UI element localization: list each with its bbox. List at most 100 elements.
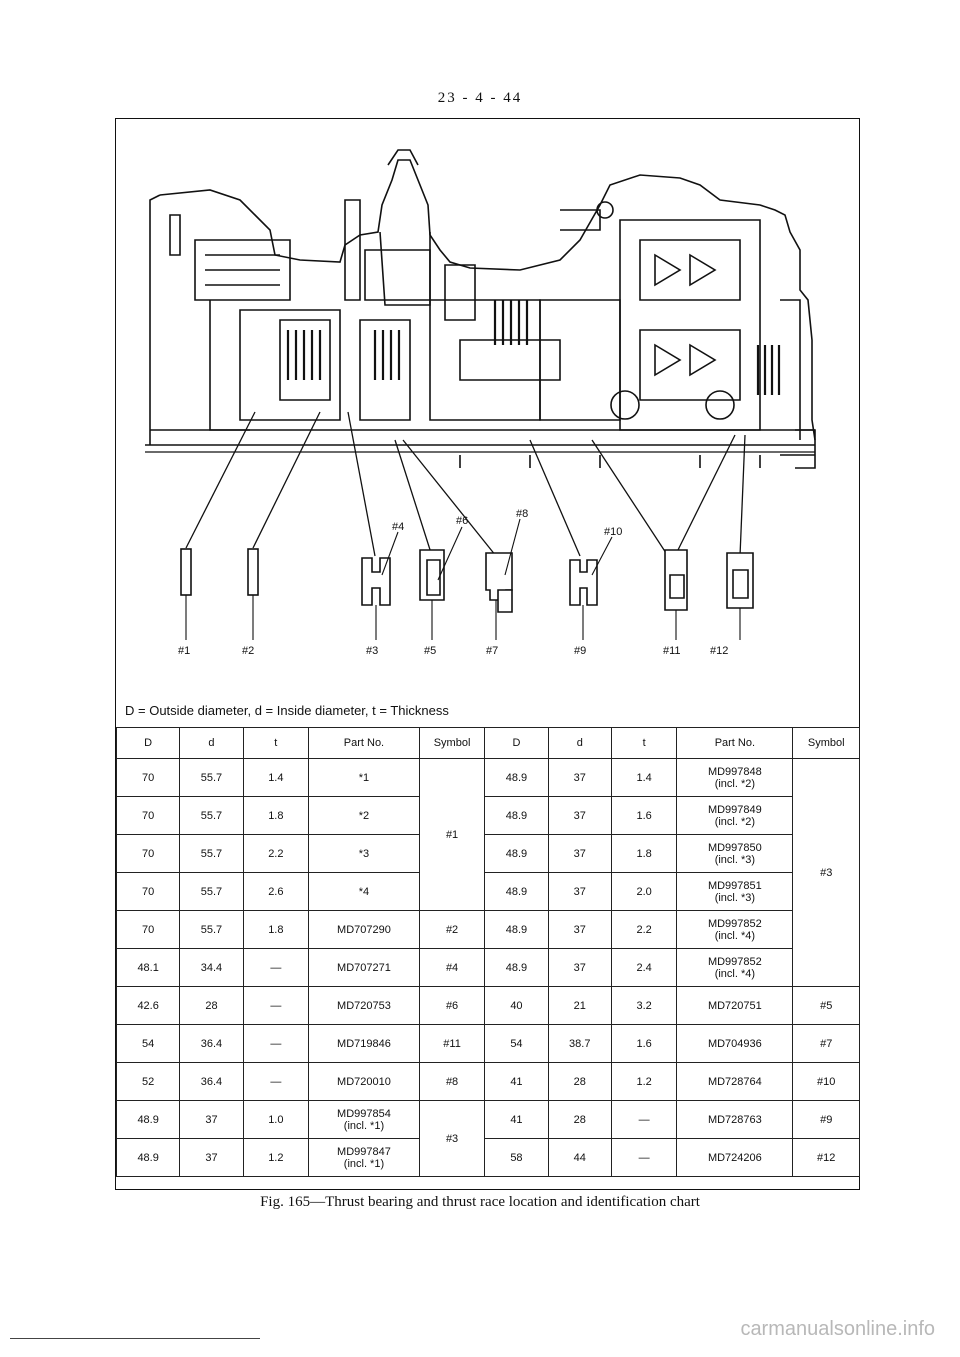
outside-diameter: 70 bbox=[115, 910, 181, 949]
header-cell: D bbox=[115, 727, 181, 759]
part-number: MD997851 (incl. *3) bbox=[676, 872, 794, 911]
thickness: 1.8 bbox=[242, 910, 310, 949]
part-number: MD997848 (incl. *2) bbox=[676, 758, 794, 797]
page-number: 23 - 4 - 44 bbox=[437, 90, 523, 106]
inside-diameter: 55.7 bbox=[179, 796, 244, 835]
transmission-cross-section-diagram: #1 #2 #3 #4 #5 #6 #7 #8 #9 #10 #11 #12 bbox=[145, 149, 816, 657]
callout-10: #10 bbox=[604, 526, 622, 538]
part-number: MD728763 bbox=[676, 1100, 794, 1139]
inside-diameter: 36.4 bbox=[179, 1024, 244, 1063]
symbol: #12 bbox=[792, 1138, 860, 1177]
outside-diameter: 48.9 bbox=[484, 910, 549, 949]
outside-diameter: 48.9 bbox=[484, 796, 549, 835]
inside-diameter: 36.4 bbox=[179, 1062, 244, 1101]
symbol: #1 bbox=[418, 758, 486, 911]
table-row: 70 55.7 2.6 *4 48.9 37 2.0 MD997851 (inc… bbox=[115, 872, 860, 911]
outside-diameter: 52 bbox=[115, 1062, 181, 1101]
inside-diameter: 37 bbox=[547, 872, 612, 911]
callout-6: #6 bbox=[456, 515, 468, 527]
thickness: 1.8 bbox=[242, 796, 310, 835]
symbol: #3 bbox=[418, 1100, 486, 1177]
part-number: *3 bbox=[308, 834, 420, 873]
symbol: #8 bbox=[418, 1062, 486, 1101]
outside-diameter: 41 bbox=[484, 1100, 549, 1139]
outside-diameter: 70 bbox=[115, 796, 181, 835]
outside-diameter: 48.9 bbox=[115, 1138, 181, 1177]
part-number: *1 bbox=[308, 758, 420, 797]
thickness: — bbox=[610, 1100, 678, 1139]
part-number: MD997847 (incl. *1) bbox=[308, 1138, 420, 1177]
figure-frame bbox=[115, 118, 860, 1190]
header-cell: Part No. bbox=[676, 727, 794, 759]
outside-diameter: 41 bbox=[484, 1062, 549, 1101]
inside-diameter: 37 bbox=[547, 910, 612, 949]
thickness: 1.2 bbox=[242, 1138, 310, 1177]
thrust-bearing-spec-table: D d t Part No. Symbol D d t Part No. Sym… bbox=[115, 727, 860, 1177]
inside-diameter: 55.7 bbox=[179, 872, 244, 911]
outside-diameter: 48.9 bbox=[484, 758, 549, 797]
part-number: MD707271 bbox=[308, 948, 420, 987]
thickness: 2.2 bbox=[610, 910, 678, 949]
part-number: MD997850 (incl. *3) bbox=[676, 834, 794, 873]
outside-diameter: 54 bbox=[115, 1024, 181, 1063]
inside-diameter: 44 bbox=[547, 1138, 612, 1177]
table-row: 70 55.7 2.2 *3 48.9 37 1.8 MD997850 (inc… bbox=[115, 834, 860, 873]
table-row: 52 36.4 — MD720010 #8 41 28 1.2 MD728764… bbox=[115, 1062, 860, 1101]
footer-rule bbox=[10, 1338, 260, 1339]
inside-diameter: 34.4 bbox=[179, 948, 244, 987]
table-row: 48.9 37 1.0 MD997854 (incl. *1) #3 41 28… bbox=[115, 1100, 860, 1177]
outside-diameter: 70 bbox=[115, 758, 181, 797]
part-number: MD719846 bbox=[308, 1024, 420, 1063]
callout-8: #8 bbox=[516, 508, 528, 520]
inside-diameter: 37 bbox=[547, 758, 612, 797]
callout-1: #1 bbox=[178, 645, 190, 657]
callout-2: #2 bbox=[242, 645, 254, 657]
table-row: 42.6 28 — MD720753 #6 40 21 3.2 MD720751… bbox=[115, 986, 860, 1025]
header-cell: Part No. bbox=[308, 727, 420, 759]
outside-diameter: 58 bbox=[484, 1138, 549, 1177]
part-number: *4 bbox=[308, 872, 420, 911]
inside-diameter: 37 bbox=[547, 948, 612, 987]
callout-4: #4 bbox=[392, 521, 404, 533]
inside-diameter: 37 bbox=[179, 1100, 244, 1139]
thickness: 1.4 bbox=[610, 758, 678, 797]
part-number: MD728764 bbox=[676, 1062, 794, 1101]
part-number: MD720753 bbox=[308, 986, 420, 1025]
inside-diameter: 21 bbox=[547, 986, 612, 1025]
outside-diameter: 48.1 bbox=[115, 948, 181, 987]
part-number: MD997849 (incl. *2) bbox=[676, 796, 794, 835]
callout-3: #3 bbox=[366, 645, 378, 657]
part-number: *2 bbox=[308, 796, 420, 835]
inside-diameter: 37 bbox=[547, 796, 612, 835]
header-cell: Symbol bbox=[792, 727, 860, 759]
header-cell: Symbol bbox=[418, 727, 486, 759]
table-header-row: D d t Part No. Symbol D d t Part No. Sym… bbox=[115, 727, 860, 759]
header-cell: d bbox=[179, 727, 244, 759]
outside-diameter: 40 bbox=[484, 986, 549, 1025]
part-number: MD720751 bbox=[676, 986, 794, 1025]
thickness: 1.4 bbox=[242, 758, 310, 797]
inside-diameter: 28 bbox=[547, 1062, 612, 1101]
thickness: — bbox=[242, 1024, 310, 1063]
thickness: 2.4 bbox=[610, 948, 678, 987]
dimension-legend: D = Outside diameter, d = Inside diamete… bbox=[125, 703, 449, 718]
outside-diameter: 48.9 bbox=[484, 948, 549, 987]
symbol: #3 bbox=[792, 758, 860, 987]
outside-diameter: 48.9 bbox=[484, 834, 549, 873]
thickness: 1.8 bbox=[610, 834, 678, 873]
part-number: MD720010 bbox=[308, 1062, 420, 1101]
inside-diameter: 38.7 bbox=[547, 1024, 612, 1063]
part-number: MD997854 (incl. *1) bbox=[308, 1100, 420, 1139]
symbol: #5 bbox=[792, 986, 860, 1025]
symbol: #7 bbox=[792, 1024, 860, 1063]
callout-9: #9 bbox=[574, 645, 586, 657]
table-row: 48.1 34.4 — MD707271 #4 48.9 37 2.4 MD99… bbox=[115, 948, 860, 987]
callout-11: #11 bbox=[663, 645, 681, 657]
inside-diameter: 37 bbox=[179, 1138, 244, 1177]
thickness: — bbox=[242, 1062, 310, 1101]
thickness: 1.6 bbox=[610, 796, 678, 835]
table-row: 70 55.7 1.8 *2 48.9 37 1.6 MD997849 (inc… bbox=[115, 796, 860, 835]
symbol: #10 bbox=[792, 1062, 860, 1101]
part-number: MD704936 bbox=[676, 1024, 794, 1063]
inside-diameter: 28 bbox=[547, 1100, 612, 1139]
